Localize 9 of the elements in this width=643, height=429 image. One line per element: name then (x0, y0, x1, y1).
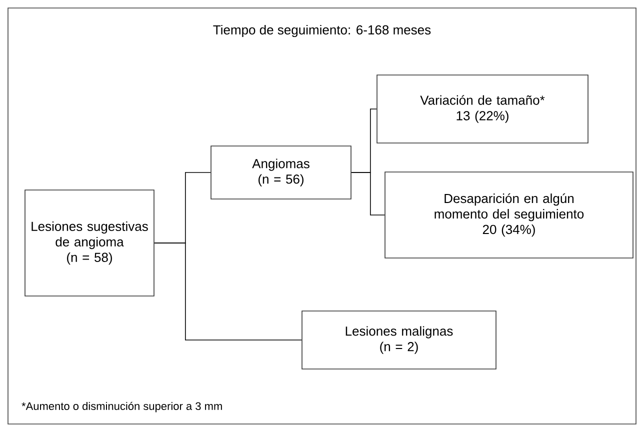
footnote: *Aumento o disminución superior a 3 mm (22, 402, 222, 412)
title: Tiempo de seguimiento: 6-168 meses (213, 24, 431, 38)
text-box: Angiomas (n = 56) (210, 146, 352, 200)
connector (154, 242, 302, 340)
text-box: Desaparición en algún momento del seguimiento 20 (34%) (384, 172, 634, 258)
text-box: Variación de tamaño* 13 (22%) (376, 74, 588, 144)
text-box: Lesiones malignas (n = 2) (302, 310, 496, 370)
text-box: Lesiones sugestivas de angioma (n = 58) (24, 190, 154, 296)
connector (351, 172, 385, 216)
